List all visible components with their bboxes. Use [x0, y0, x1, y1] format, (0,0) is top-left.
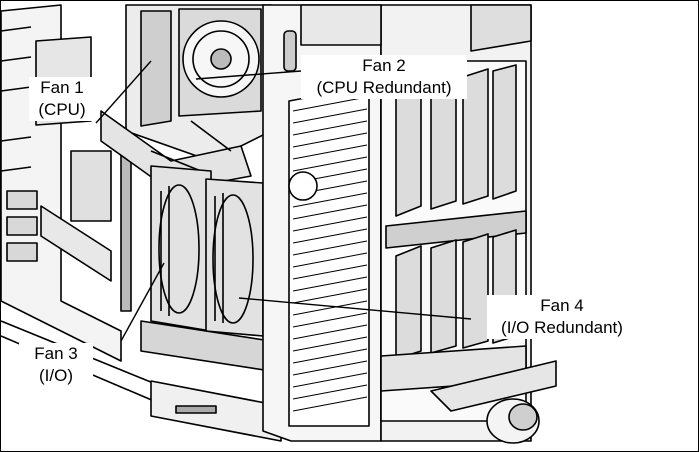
fan1-leader-line	[95, 60, 152, 124]
fan2-name: Fan 2	[362, 56, 406, 75]
fan4-leader-line	[238, 297, 472, 320]
io-fan-cage	[140, 165, 282, 442]
vented-chassis-wall	[262, 4, 382, 442]
fan2-callout: Fan 2 (CPU Redundant)	[301, 55, 467, 99]
fan4-role: (I/O Redundant)	[501, 318, 623, 337]
fan3-leader-line	[120, 262, 165, 342]
fan4-callout: Fan 4 (I/O Redundant)	[487, 295, 637, 339]
fan3-name: Fan 3	[34, 344, 78, 363]
leader-lines	[95, 60, 472, 342]
caster-wheel	[430, 360, 557, 444]
fan4-name: Fan 4	[540, 296, 584, 315]
fan2-leader-line	[195, 70, 302, 80]
fan2-role: (CPU Redundant)	[316, 78, 452, 97]
fan1-name: Fan 1	[40, 78, 84, 97]
fan1-callout: Fan 1 (CPU)	[29, 77, 95, 121]
fan3-role: (I/O)	[39, 366, 73, 385]
fan3-callout: Fan 3 (I/O)	[19, 343, 93, 387]
fan1-role: (CPU)	[38, 100, 86, 119]
